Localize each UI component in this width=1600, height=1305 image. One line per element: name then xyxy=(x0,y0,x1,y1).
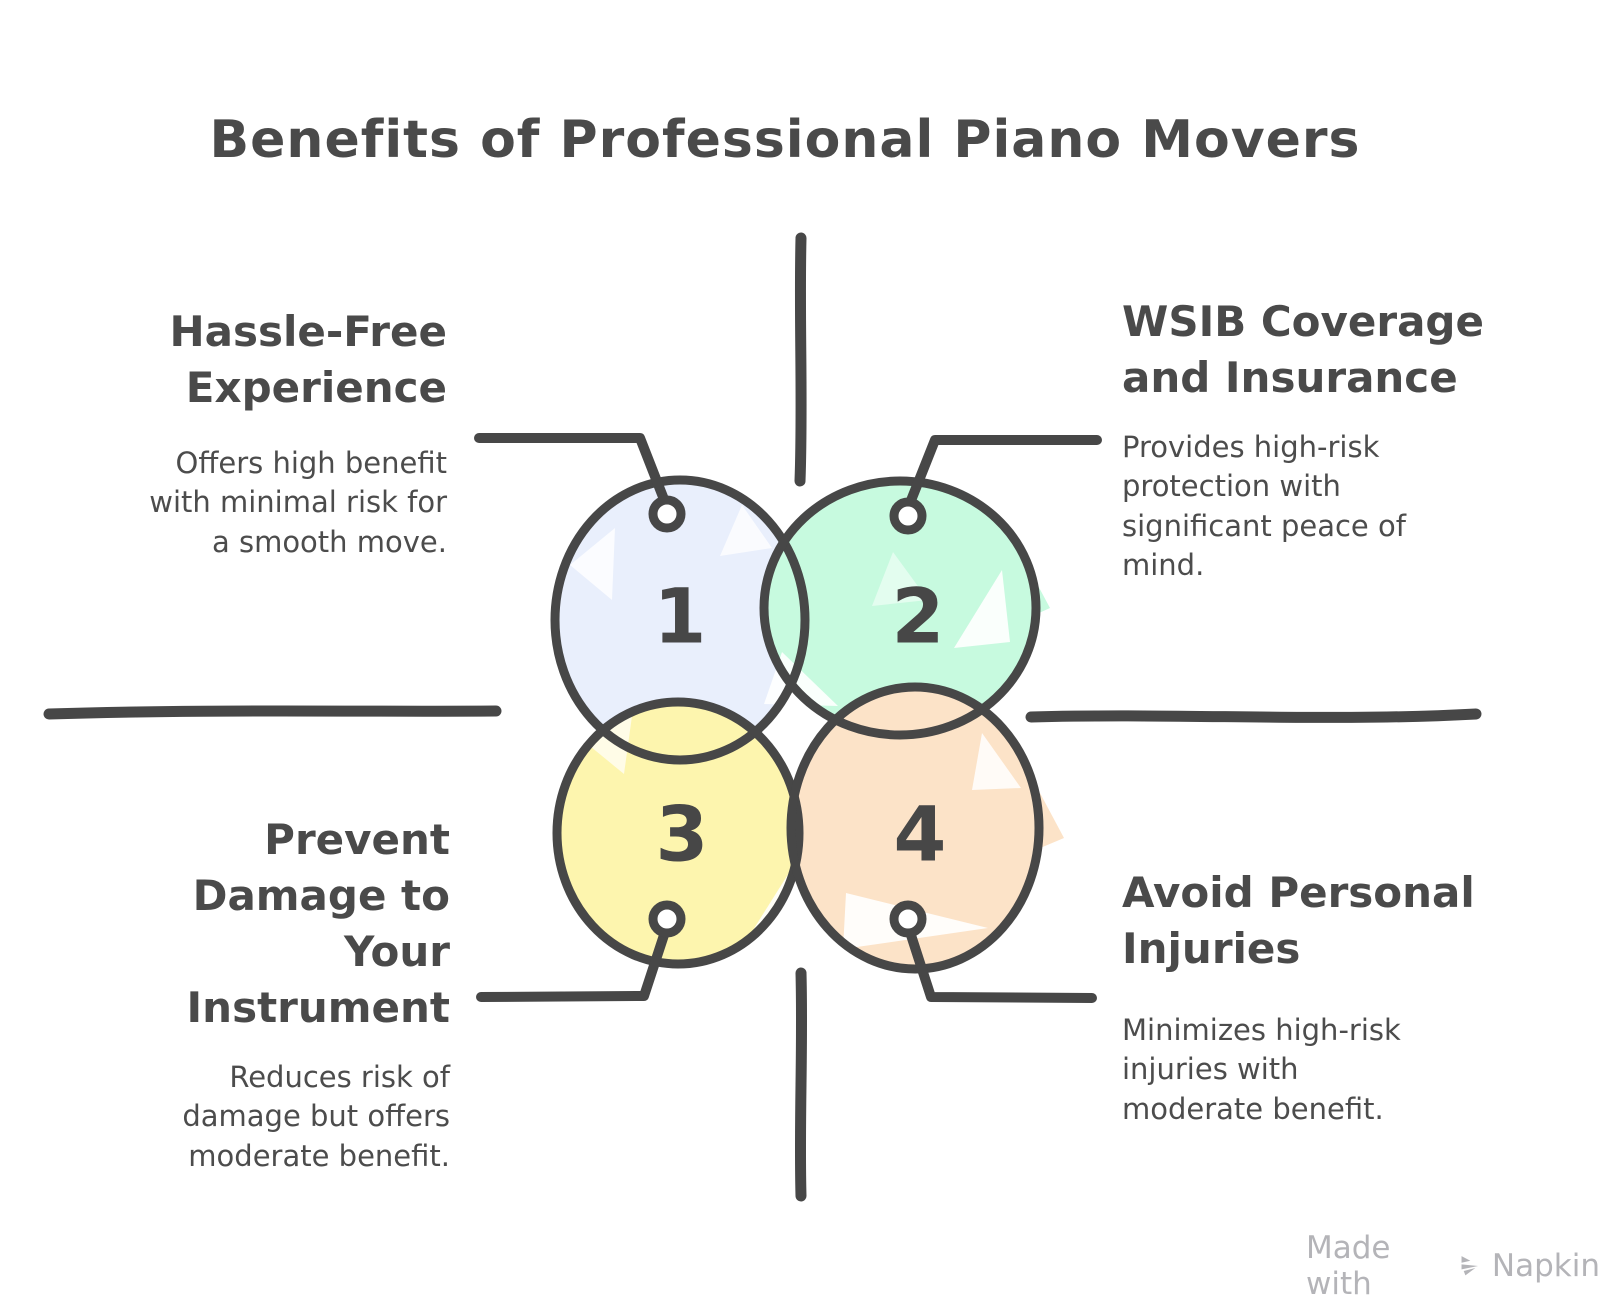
heading-wsib-coverage: WSIB Coverage and Insurance xyxy=(1122,294,1484,406)
description-line: with minimal risk for xyxy=(149,485,447,520)
description-line: mind. xyxy=(1122,548,1205,583)
heading-line: Avoid Personal xyxy=(1122,868,1475,917)
fill-texture xyxy=(570,528,615,600)
circle-4-number: 4 xyxy=(894,790,947,879)
description-prevent-damage: Reduces risk of damage but offers modera… xyxy=(182,1058,450,1176)
heading-line: Damage to xyxy=(192,870,450,920)
description-line: injuries with xyxy=(1122,1052,1299,1087)
circle-3-outline xyxy=(552,697,804,969)
connector-line-2 xyxy=(905,435,1102,508)
connector-line-4 xyxy=(905,927,1097,1003)
description-avoid-injuries: Minimizes high-risk injuries with modera… xyxy=(1122,1011,1401,1129)
heading-line: Experience xyxy=(185,362,447,412)
fill-texture xyxy=(585,716,632,774)
heading-line: WSIB Coverage xyxy=(1122,297,1484,346)
circle-1-number: 1 xyxy=(654,572,707,661)
heading-line: Instrument xyxy=(186,982,450,1032)
circle-2-number: 2 xyxy=(892,572,945,661)
circle-3-number: 3 xyxy=(656,790,709,879)
watermark-brand-text: Napkin xyxy=(1491,1248,1600,1284)
axis-vertical-bottom xyxy=(794,967,808,1202)
connector-dot-3 xyxy=(648,900,686,938)
description-line: moderate benefit. xyxy=(1122,1091,1384,1126)
made-with-napkin-watermark: Made with Napkin xyxy=(1306,1230,1600,1302)
fill-texture xyxy=(720,505,772,556)
axis-horizontal-right xyxy=(1025,708,1482,723)
fill-texture xyxy=(972,733,1021,790)
watermark-made-with-text: Made with xyxy=(1306,1230,1391,1302)
connector-dot-2 xyxy=(889,497,927,535)
fill-texture xyxy=(954,570,1010,648)
circle-outlines xyxy=(550,475,1044,974)
heading-line: and Insurance xyxy=(1122,352,1458,402)
description-line: damage but offers xyxy=(182,1099,450,1134)
fill-texture xyxy=(872,552,928,606)
heading-avoid-injuries: Avoid Personal Injuries xyxy=(1122,865,1475,977)
connector-line-1 xyxy=(474,433,670,507)
napkin-logo-icon xyxy=(1461,1256,1479,1276)
description-hassle-free-experience: Offers high benefit with minimal risk fo… xyxy=(149,444,447,562)
description-line: Reduces risk of xyxy=(229,1060,450,1094)
page-title: Benefits of Professional Piano Movers xyxy=(209,110,1361,170)
description-line: moderate benefit. xyxy=(188,1138,450,1173)
description-line: protection with xyxy=(1122,469,1341,504)
heading-hassle-free-experience: Hassle-Free Experience xyxy=(170,304,448,416)
connector-dot-4 xyxy=(889,900,927,938)
heading-line: Injuries xyxy=(1122,923,1301,973)
heading-line: Hassle-Free xyxy=(169,307,448,356)
description-line: a smooth move. xyxy=(211,524,447,559)
description-line: significant peace of xyxy=(1122,508,1406,543)
heading-line: Prevent xyxy=(264,815,450,864)
axis-lines xyxy=(43,232,1482,1202)
heading-prevent-damage: Prevent Damage to Your Instrument xyxy=(187,812,450,1035)
description-line: Provides high-risk xyxy=(1122,430,1380,464)
circle-1-outline xyxy=(550,475,810,765)
description-line: Minimizes high-risk xyxy=(1122,1013,1401,1047)
axis-vertical-top xyxy=(794,232,807,487)
connectors xyxy=(474,433,1102,1003)
circle-fills xyxy=(555,480,1064,969)
heading-line: Your xyxy=(343,926,450,976)
connector-dots xyxy=(648,495,927,938)
circle-2-outline xyxy=(759,476,1041,740)
connector-dot-1 xyxy=(648,495,686,533)
circle-4-outline xyxy=(786,682,1044,974)
connector-line-3 xyxy=(476,927,670,1002)
circle-2-fill xyxy=(764,481,1036,735)
description-line: Offers high benefit xyxy=(175,446,447,480)
axis-horizontal-left xyxy=(43,705,502,720)
description-wsib-coverage: Provides high-risk protection with signi… xyxy=(1122,428,1406,586)
